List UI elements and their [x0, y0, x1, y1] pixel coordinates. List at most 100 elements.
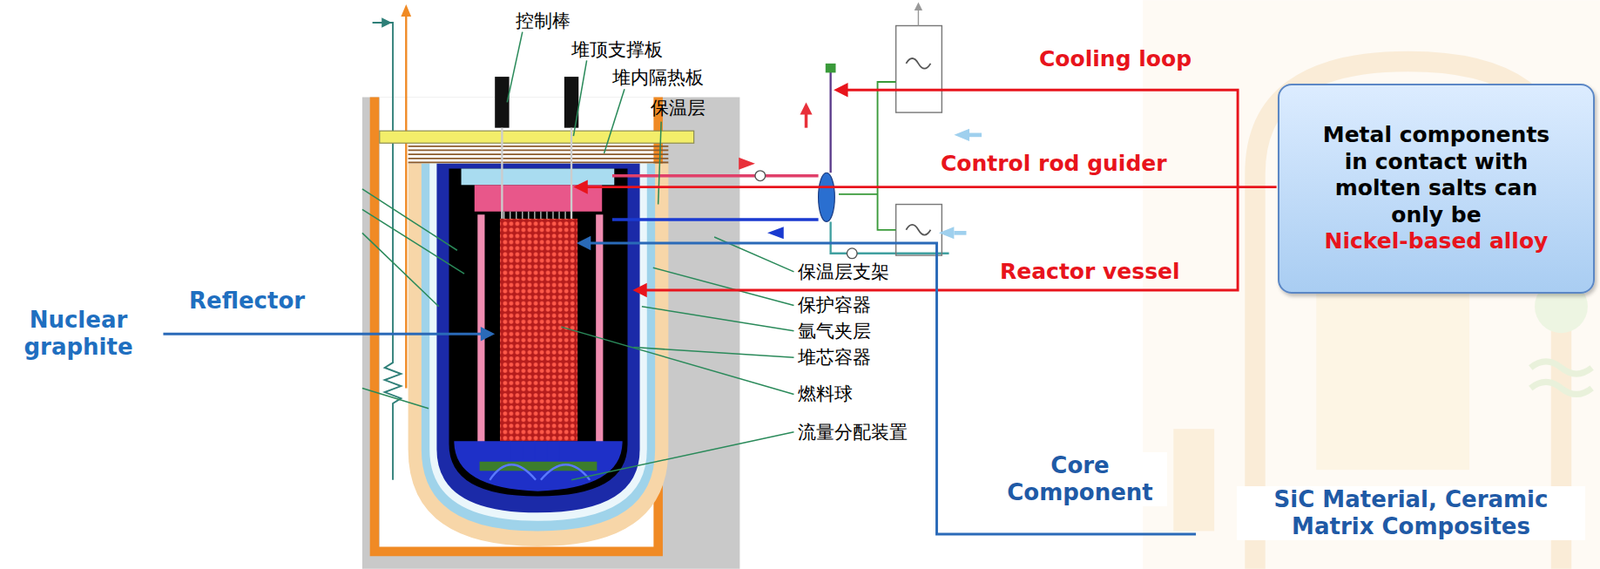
part-label: 保护容器	[797, 294, 871, 317]
callout-highlight: Nickel-based alloy	[1324, 228, 1549, 256]
core-callout-arrow	[576, 236, 1196, 534]
material-label: Nuclear graphite	[4, 306, 153, 361]
top-support-plate	[379, 130, 695, 143]
leader-lines	[506, 32, 523, 103]
insulation-plates	[408, 149, 669, 152]
core-internals	[527, 211, 529, 219]
primary-loop	[846, 248, 858, 259]
secondary-loop	[905, 58, 931, 69]
core-internals	[510, 440, 560, 460]
leader-lines	[604, 88, 625, 154]
control-rods	[570, 128, 573, 219]
insulation-plates	[408, 145, 669, 148]
insulation-plates	[408, 146, 669, 163]
core-internals	[546, 211, 547, 219]
primary-loop	[830, 221, 950, 253]
watermark	[1142, 0, 1600, 569]
part-label: 流量分配装置	[797, 421, 908, 444]
component-label: Cooling loop	[1039, 46, 1192, 73]
core-internals	[533, 211, 535, 219]
core-internals	[552, 211, 554, 219]
watermark	[1530, 361, 1592, 394]
part-label: 控制棒	[515, 10, 571, 33]
leader-lines	[362, 32, 795, 480]
leader-lines	[653, 267, 795, 305]
heater-line	[381, 17, 392, 28]
core-callout-arrow	[587, 243, 1196, 534]
primary-loop	[738, 157, 756, 170]
core-internals	[453, 168, 622, 492]
core-internals	[489, 464, 590, 480]
component-label: Core Component	[992, 452, 1168, 507]
graphite-callout-arrow	[480, 326, 495, 341]
callout-text: Metal components in contact with molten …	[1312, 121, 1561, 229]
control-rods	[500, 128, 503, 219]
primary-loop	[818, 172, 836, 222]
top-support-plate	[379, 130, 695, 143]
core-callout-arrow	[576, 236, 591, 250]
secondary-loop	[953, 230, 966, 236]
core-internals	[503, 211, 505, 219]
heater-line	[372, 17, 402, 480]
metal-callout-arrows	[573, 82, 1276, 298]
part-label: 堆内隔热板	[612, 67, 704, 89]
leader-lines	[362, 387, 429, 408]
secondary-loop	[905, 224, 931, 236]
insulation-plates	[408, 153, 669, 156]
core-internals	[499, 218, 578, 441]
watermark	[1142, 0, 1600, 569]
component-label: Reactor vessel	[999, 258, 1181, 285]
secondary-loop	[914, 2, 923, 11]
leader-lines	[560, 326, 794, 394]
core-internals	[564, 211, 566, 219]
core-internals	[509, 440, 511, 460]
secondary-loop	[969, 133, 982, 138]
core-internals	[540, 211, 541, 219]
graphite-callout-arrow	[162, 332, 484, 336]
part-label: 堆顶支撑板	[571, 39, 663, 61]
core-internals	[521, 440, 523, 460]
primary-loop	[612, 217, 819, 222]
primary-loop	[800, 101, 813, 115]
primary-loop	[755, 170, 766, 182]
core-internals	[515, 211, 517, 219]
secondary-loop	[953, 128, 970, 142]
reactor-vessel-layers	[448, 168, 628, 497]
core-internals	[461, 168, 615, 186]
secondary-loop	[838, 2, 982, 257]
exhaust-pipe	[405, 14, 407, 389]
metal-callout-arrows	[583, 185, 1276, 189]
part-label: 保温层	[650, 97, 706, 120]
core-internals	[509, 211, 511, 219]
secondary-loop	[838, 81, 897, 230]
insulation-plates	[408, 162, 669, 164]
secondary-loop	[938, 226, 955, 239]
core-internals	[504, 211, 572, 219]
secondary-loop	[896, 204, 943, 257]
part-label: 保温层支架	[797, 261, 890, 284]
leader-lines	[362, 232, 439, 306]
metal-callout-arrows	[573, 179, 588, 194]
core-internals	[533, 440, 535, 460]
component-label: Control rod guider	[940, 150, 1168, 177]
metal-callout-arrows	[833, 82, 848, 97]
leader-lines	[634, 347, 795, 358]
insulation-plates	[408, 157, 669, 160]
primary-loop	[825, 63, 837, 74]
leader-lines	[641, 306, 795, 331]
reactor-vessel-layers	[436, 163, 640, 514]
part-label: 堆芯容器	[797, 346, 871, 369]
leader-lines	[571, 432, 794, 480]
part-label: 氩气夹层	[797, 320, 871, 343]
core-internals	[595, 214, 603, 445]
secondary-loop	[896, 26, 943, 114]
core-internals	[558, 211, 560, 219]
core-internals	[558, 440, 560, 460]
core-internals	[453, 440, 622, 491]
primary-loop	[767, 226, 784, 239]
heater-line	[372, 22, 402, 480]
leader-lines	[573, 60, 587, 136]
core-internals	[546, 440, 547, 460]
leader-lines	[362, 209, 465, 274]
